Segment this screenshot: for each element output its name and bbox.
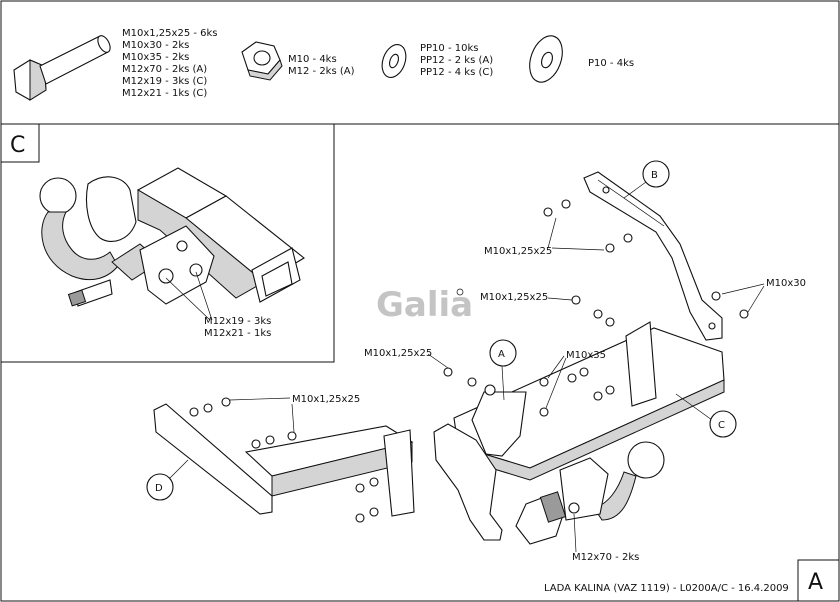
inset-letter: C [10,133,25,158]
bolt-leader [427,353,449,369]
bolt-leader [573,513,577,553]
bolt-legend-line: M10x30 - 2ks [122,40,189,51]
bolt-label: M12x70 - 2ks [572,552,639,563]
bolt-legend-icon [13,35,111,101]
bracket-d-drawing [153,403,415,517]
fastener-icons [189,199,749,523]
ball-neck-drawing [515,441,665,545]
bolt-leader [547,217,557,249]
bolt-leader [547,355,565,379]
variant-box [797,559,840,602]
callout-leader [501,365,505,401]
bolt-legend-line: M12x70 - 2ks (A) [122,64,207,75]
big-washer-legend-line: P10 - 4ks [588,58,634,69]
inset-label: M12x19 - 3ks [204,316,271,327]
variant-letter: A [808,570,823,595]
bolt-leader [551,247,605,251]
inset-leader [165,277,211,321]
nut-legend-icon [241,41,283,81]
bolt-legend-line: M10x1,25x25 - 6ks [122,28,218,39]
bolt-label: M10x1,25x25 [292,394,360,405]
washer-legend-line: PP12 - 4 ks (C) [420,67,493,78]
callout-a [489,339,517,367]
bolt-legend-line: M12x19 - 3ks (C) [122,76,207,87]
nut-legend-line: M12 - 2ks (A) [288,66,355,77]
bolt-leader [547,297,573,301]
callout-d [146,473,174,501]
callout-b-letter: B [651,170,658,181]
bolt-label: M10x1,25x25 [364,348,432,359]
callout-c [709,410,737,438]
drawing-caption: LADA KALINA (VAZ 1119) - L0200A/C - 16.4… [544,583,789,594]
washer-legend-line: PP10 - 10ks [420,43,478,54]
bolt-leader [545,357,567,409]
inset-leader [195,271,213,321]
inset-towbar-drawing [39,167,305,307]
inset-frame [0,123,335,363]
callout-leader [169,459,189,479]
washer-legend-icon [381,44,407,78]
bolt-leader [229,397,291,401]
bolt-legend-line: M12x21 - 1ks (C) [122,88,207,99]
bolt-leader [721,283,765,295]
callout-a-letter: A [498,349,505,360]
callout-b [642,160,670,188]
inset-label: M12x21 - 1ks [204,328,271,339]
bolt-label: M10x30 [766,278,806,289]
nut-legend-line: M10 - 4ks [288,54,337,65]
bracket-a-drawing [433,391,527,541]
bolt-legend-line: M10x35 - 2ks [122,52,189,63]
big-washer-legend-icon [529,35,563,83]
bolt-label: M10x1,25x25 [484,246,552,257]
washer-legend-line: PP12 - 2 ks (A) [420,55,493,66]
callout-c-letter: C [718,420,725,431]
callout-leader [623,181,647,199]
bolt-label: M10x35 [566,350,606,361]
bracket-b-drawing [583,171,723,341]
galia-logo: Galia [376,285,473,325]
inset-letter-box [0,123,40,163]
registered-mark [456,288,464,296]
bolt-leader [747,285,765,313]
callout-leader [675,393,713,421]
callout-d-letter: D [155,483,163,494]
bolt-leader [291,403,295,433]
bolt-label: M10x1,25x25 [480,292,548,303]
